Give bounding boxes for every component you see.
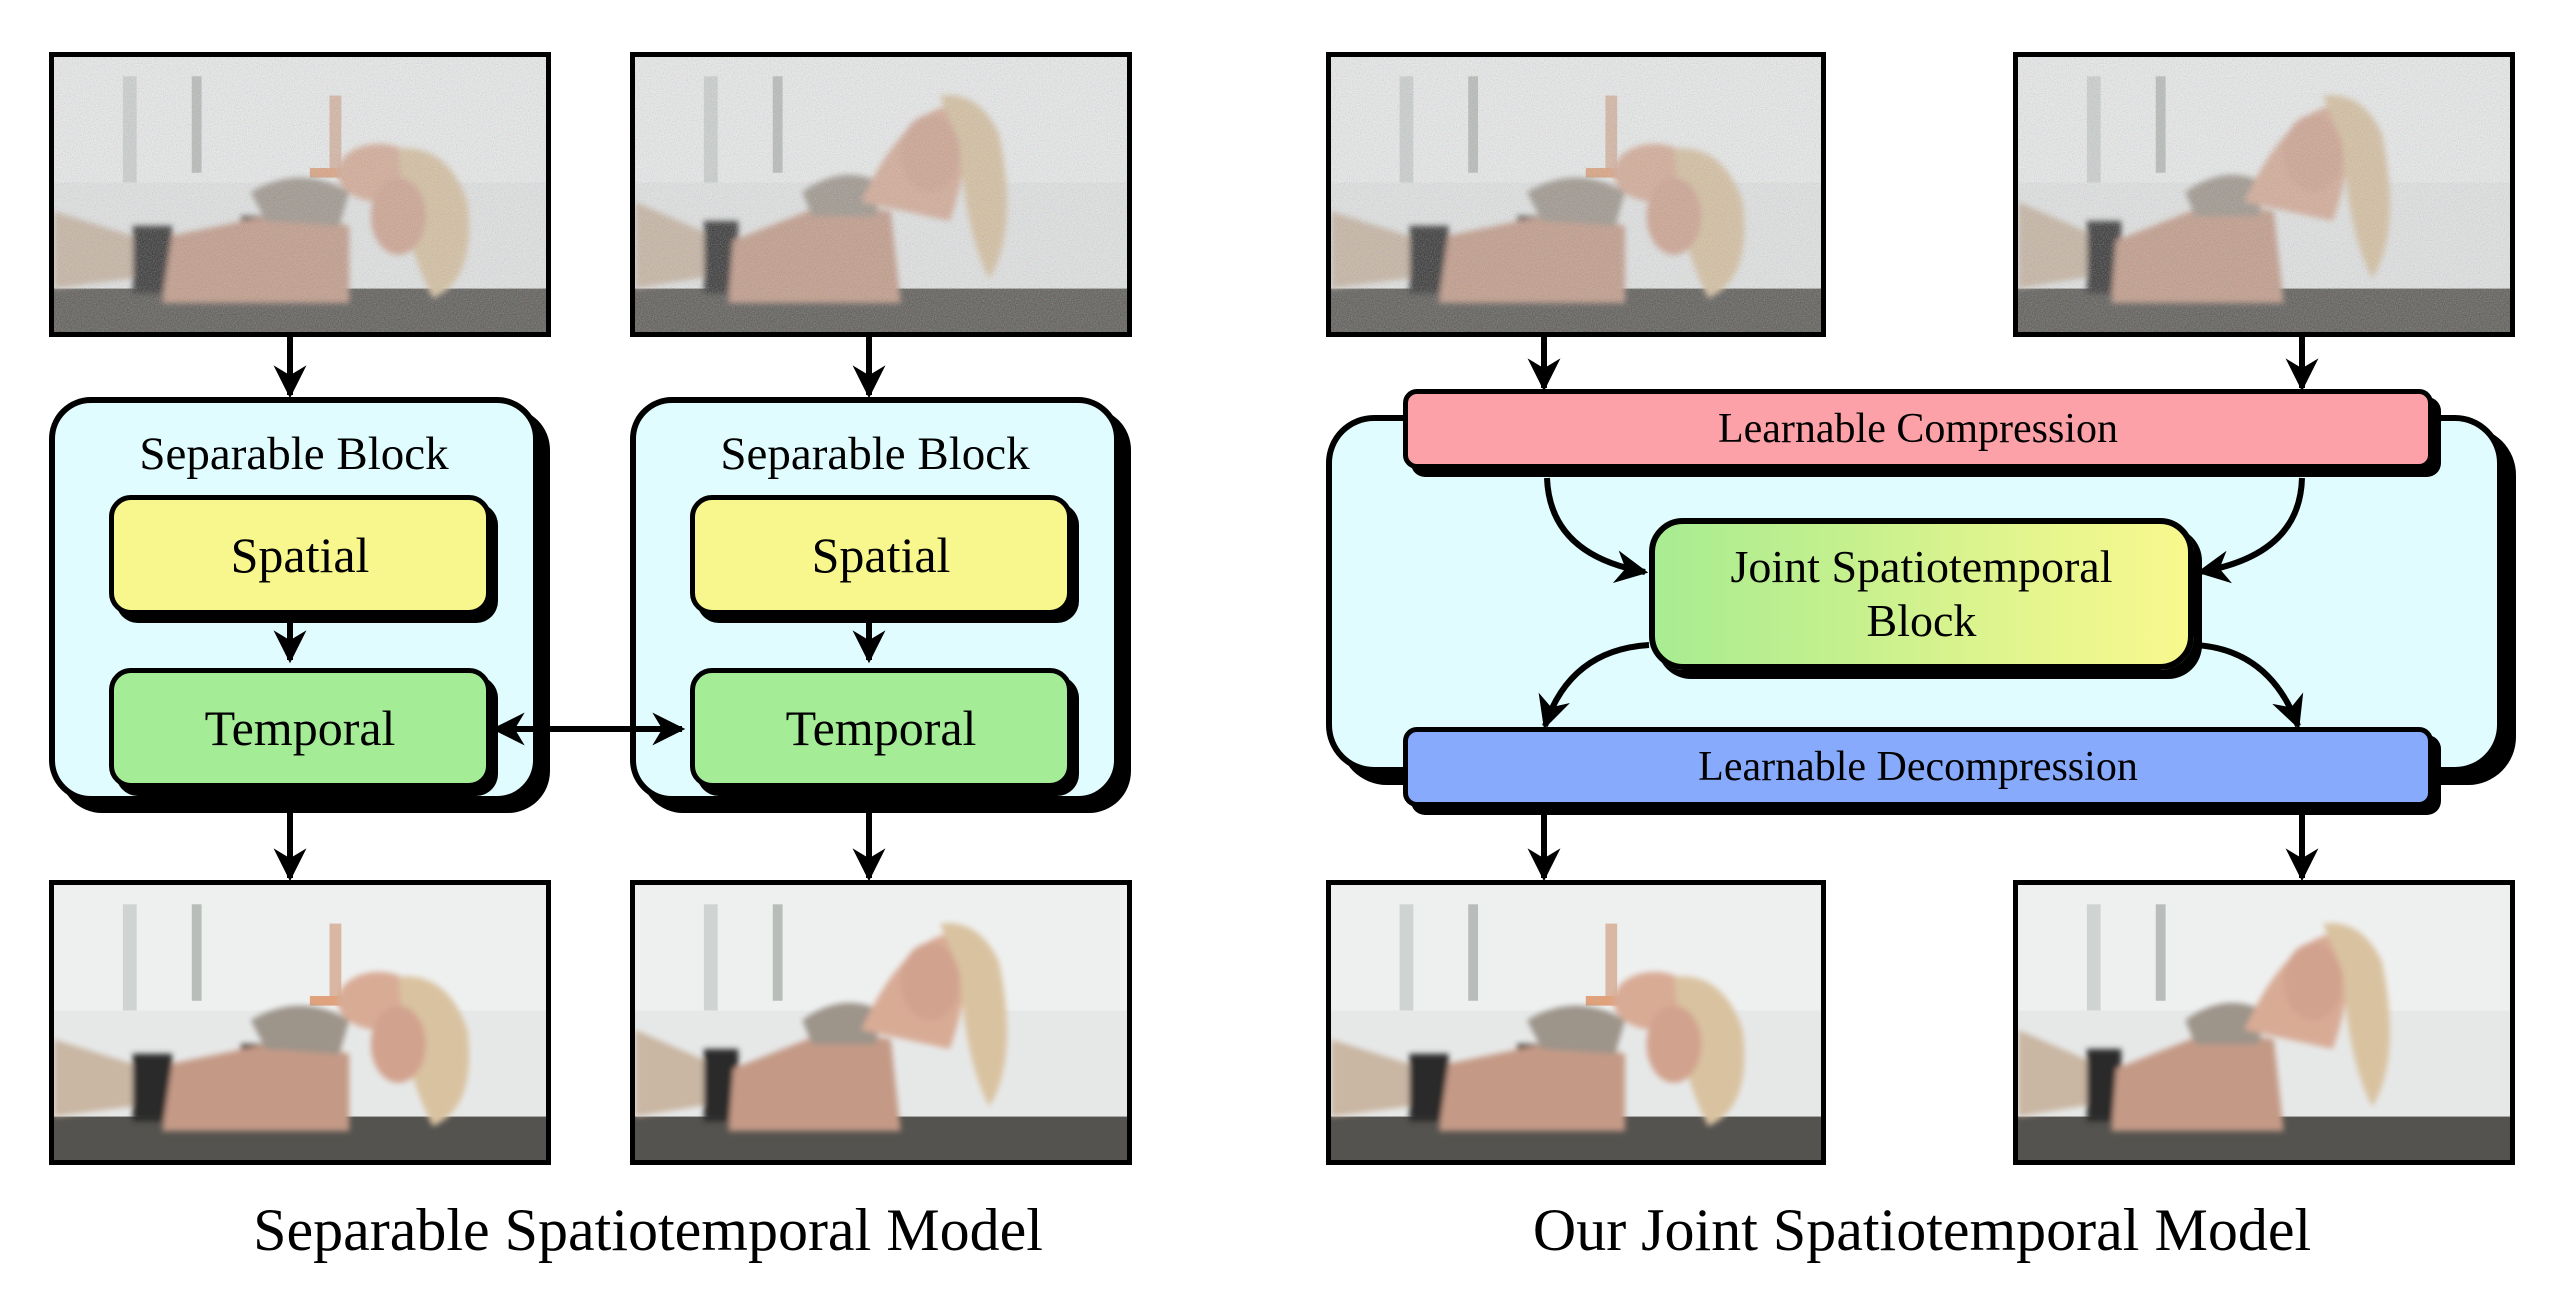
temporal-layer: Temporal [109, 668, 491, 788]
temporal-label: Temporal [204, 700, 396, 756]
temporal-layer: Temporal [690, 668, 1072, 788]
spatial-layer: Spatial [690, 495, 1072, 615]
noisy-input-image-2 [630, 52, 1132, 337]
joint-block-label-line1: Joint Spatiotemporal [1730, 540, 2113, 592]
clean-output-image-1 [1326, 880, 1826, 1165]
noisy-input-image-1 [1326, 52, 1826, 337]
joint-spatiotemporal-block: Joint Spatiotemporal Block [1649, 518, 2194, 670]
left-model-caption: Separable Spatiotemporal Model [253, 1197, 1043, 1263]
learnable-compression: Learnable Compression [1403, 389, 2433, 469]
clean-output-image-2 [2013, 880, 2515, 1165]
joint-block-label-line2: Block [1866, 595, 1977, 646]
right-model-caption: Our Joint Spatiotemporal Model [1532, 1197, 2312, 1263]
clean-output-image-1 [49, 880, 551, 1165]
compression-label: Learnable Compression [1717, 406, 2119, 452]
separable-block-2: Separable Block Spatial Temporal [630, 397, 1120, 802]
separable-block-1: Separable Block Spatial Temporal [49, 397, 539, 802]
spatial-layer: Spatial [109, 495, 491, 615]
temporal-label: Temporal [785, 700, 977, 756]
noisy-input-image-1 [49, 52, 551, 337]
spatial-label: Spatial [230, 527, 370, 583]
separable-block-title: Separable Block [720, 428, 1030, 480]
spatial-label: Spatial [811, 527, 951, 583]
clean-output-image-2 [630, 880, 1132, 1165]
separable-block-title: Separable Block [139, 428, 449, 480]
decompression-label: Learnable Decompression [1698, 744, 2138, 790]
learnable-decompression: Learnable Decompression [1403, 727, 2433, 807]
noisy-input-image-2 [2013, 52, 2515, 337]
